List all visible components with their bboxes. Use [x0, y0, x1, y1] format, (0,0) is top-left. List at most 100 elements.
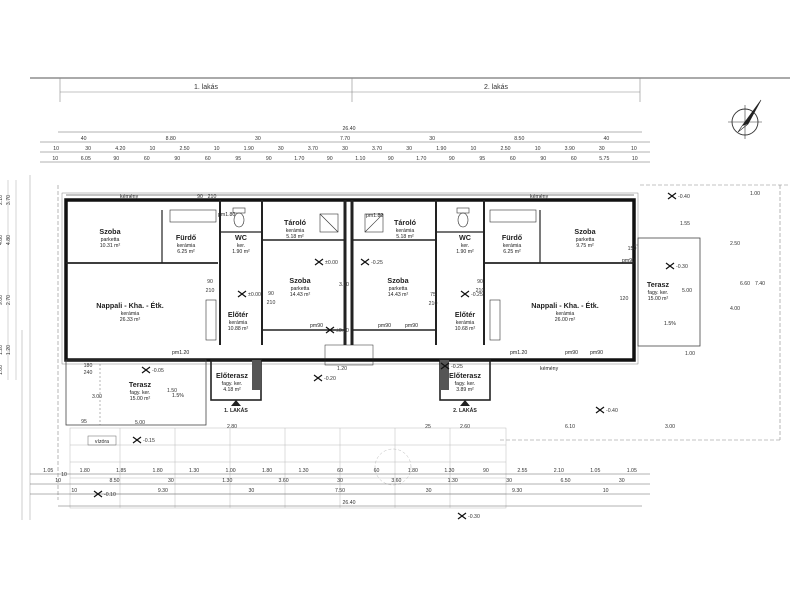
top-dim-r3-9: 90: [327, 156, 333, 162]
level-value: -0.30: [468, 514, 480, 520]
top-dim-r2-18: 10: [631, 146, 637, 152]
level-cross-icon: [665, 262, 675, 270]
room-area: 9.75 m²: [576, 243, 594, 249]
top-dim-r2-14: 2.50: [500, 146, 510, 152]
top-dim-r2-0: 10: [53, 146, 59, 152]
flat1-heading: 1. lakás: [194, 84, 219, 91]
chimney-label-1: kémény: [120, 194, 139, 200]
top-dim-r2-11: 30: [406, 146, 412, 152]
level-value: -0.25: [371, 260, 383, 266]
dim-label-w13: 120: [620, 296, 629, 302]
bot-dim-r1-8: 60: [337, 468, 343, 474]
top-dim-r3-18: 5.75: [599, 156, 609, 162]
room-name: Szoba: [387, 276, 409, 285]
top-dim-r2-2: 4.20: [115, 146, 125, 152]
room-floor: kerámia: [556, 311, 575, 317]
dim-label-d9: 1.55: [680, 221, 690, 227]
dim-label-d14: 7.40: [755, 281, 765, 287]
level-value: -0.30: [676, 264, 688, 270]
room-floor: ker.: [461, 243, 469, 249]
room-name: Előtér: [228, 310, 249, 319]
level-cross-icon: [360, 258, 370, 266]
pm-label-4: pm90: [378, 323, 391, 329]
level-cross-icon: [313, 374, 323, 382]
dim-label-d5: 2.60: [460, 424, 470, 430]
level-marker: -0.25: [460, 290, 483, 298]
pm-label-1: pm1.80: [218, 212, 235, 218]
misc-labels: vízóra pm1.80 pm1.80 pm90 pm90 pm90 pm1.…: [87, 194, 676, 446]
dim-label-w11: 180: [84, 363, 93, 369]
top-dim-r2-10: 3.70: [372, 146, 382, 152]
bot-dim-r1-4: 1.30: [189, 468, 199, 474]
room-floor: kerámia: [229, 320, 248, 326]
level-marker: ±0.00: [314, 258, 338, 266]
level-marker: -0.30: [457, 512, 480, 520]
dim-label-w2: 210: [208, 194, 217, 200]
level-value: -0.10: [104, 492, 116, 498]
dim-label-l5: 4.80: [6, 235, 12, 245]
top-dim-r3-10: 1.10: [355, 156, 365, 162]
room-name: Szoba: [574, 227, 596, 236]
top-dim-r2-13: 10: [471, 146, 477, 152]
level-value: -0.40: [678, 194, 690, 200]
room-name: Fürdő: [176, 233, 197, 242]
dim-label-w3: 90: [268, 291, 274, 297]
bot-dim-r2-9: 6.50: [560, 478, 570, 484]
room-name: WC: [235, 233, 247, 242]
bot-dim-r1-12: 90: [483, 468, 489, 474]
top-dim-r2-1: 30: [85, 146, 91, 152]
dim-label-d20: 10: [61, 472, 67, 478]
dim-label-l1: 9.00: [0, 295, 4, 305]
bot-dim-r2-0: 10: [55, 478, 61, 484]
top-dim-r3-6: 95: [235, 156, 241, 162]
bot-dim-r1-1: 1.80: [80, 468, 90, 474]
room-name: Nappali - Kha. - Étk.: [96, 301, 164, 310]
room-area: 14.43 m²: [388, 292, 409, 298]
bot-dim-r2-3: 1.30: [222, 478, 232, 484]
dim-label-l6: 2.70: [6, 295, 12, 305]
level-cross-icon: [141, 366, 151, 374]
dim-label-w14: 150: [628, 246, 637, 252]
top-dim-r3-12: 1.70: [416, 156, 426, 162]
room-area: 6.25 m²: [503, 249, 521, 255]
dim-label-d19: 95: [81, 419, 87, 425]
level-cross-icon: [237, 290, 247, 298]
bot-dim-r1-5: 1.00: [226, 468, 236, 474]
bot-dim-r2-4: 3.60: [279, 478, 289, 484]
pm-label-8: pm90: [565, 350, 578, 356]
room-floor: parketta: [291, 286, 310, 292]
room-floor: parketta: [389, 286, 408, 292]
bot-dim-r2-7: 1.30: [448, 478, 458, 484]
dim-label-d17: 2.50: [730, 241, 740, 247]
top-dim-r3-3: 60: [144, 156, 150, 162]
dim-label-d2: 5.00: [135, 420, 145, 426]
room-area: 4.18 m²: [223, 387, 241, 393]
top-dim-r3-8: 1.70: [294, 156, 304, 162]
flat2-heading: 2. lakás: [484, 84, 509, 91]
dim-label-d4: 25: [425, 424, 431, 430]
dim-label-d8: 1.50: [167, 388, 177, 394]
top-dim-r3-7: 90: [266, 156, 272, 162]
dim-label-d11: 1.20: [337, 366, 347, 372]
bot-dim-r3-6: 10: [603, 488, 609, 494]
room-area: 14.43 m²: [290, 292, 311, 298]
header-band: 1. lakás 2. lakás: [30, 77, 790, 102]
top-dim-r2-4: 2.50: [179, 146, 189, 152]
room-name: Szoba: [289, 276, 311, 285]
top-dim-r1-0: 40: [81, 136, 87, 142]
top-dim-r1-1: 8.80: [166, 136, 176, 142]
top-dim-r3-2: 90: [113, 156, 119, 162]
room-floor: kerámia: [121, 311, 140, 317]
level-marker: -0.05: [141, 366, 164, 374]
bot-dim-r3-5: 9.30: [512, 488, 522, 494]
room-name: Előterasz: [216, 371, 248, 380]
lawn-area: [69, 427, 507, 509]
level-marker: -0.30: [665, 262, 688, 270]
